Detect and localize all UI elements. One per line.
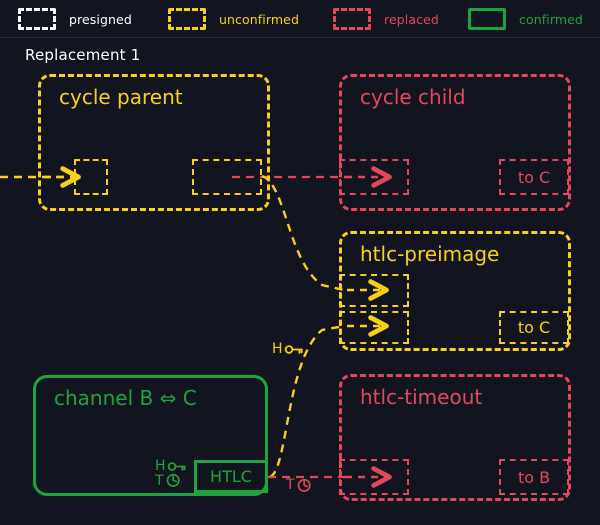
cell-htlc-timeout-input[interactable] xyxy=(339,459,409,495)
tx-title-htlc-preimage: htlc-preimage xyxy=(360,242,500,266)
tx-box-cycle-parent[interactable]: cycle parent xyxy=(38,74,270,211)
cell-label-htlc-timeout-input xyxy=(341,461,407,493)
legend-item-unconfirmed: unconfirmed xyxy=(168,0,299,38)
legend-label-unconfirmed: unconfirmed xyxy=(219,11,299,27)
cell-channel-htlc-output[interactable]: HTLC xyxy=(194,460,268,493)
condition-time-letter: T xyxy=(155,472,164,489)
tx-title-cycle-parent: cycle parent xyxy=(59,85,183,109)
cell-label-cycle-parent-output xyxy=(194,161,260,193)
legend-item-replaced: replaced xyxy=(333,0,439,38)
legend-swatch-unconfirmed xyxy=(168,8,206,30)
tx-box-htlc-preimage[interactable]: htlc-preimage xyxy=(339,231,571,351)
clock-icon xyxy=(297,478,311,492)
cell-label-htlc-preimage-input-1 xyxy=(341,276,407,305)
tx-box-htlc-timeout[interactable]: htlc-timeout xyxy=(339,374,571,501)
condition-time-letter-timeout: T xyxy=(286,477,295,494)
condition-time-channel-htlc: T xyxy=(155,473,182,488)
condition-hash-preimage: H xyxy=(272,342,304,356)
cell-label-htlc-timeout-output: to B xyxy=(517,467,551,487)
condition-tags-channel-htlc: H T xyxy=(155,459,187,488)
cell-label-cycle-parent-input xyxy=(76,161,106,193)
legend-label-replaced: replaced xyxy=(384,11,439,27)
tx-title-channel-b-c: channel B ⇔ C xyxy=(54,386,197,410)
cell-label-cycle-child-output: to C xyxy=(517,167,551,187)
cell-htlc-preimage-input-2[interactable] xyxy=(339,311,409,344)
legend-label-confirmed: confirmed xyxy=(519,11,583,27)
cell-cycle-child-output[interactable]: to C xyxy=(499,159,569,195)
cell-htlc-preimage-input-1[interactable] xyxy=(339,274,409,307)
edge-cycle-parent-to-htlc-preimage xyxy=(261,174,345,292)
cell-cycle-parent-input[interactable] xyxy=(74,159,108,195)
cell-cycle-child-input[interactable] xyxy=(339,159,409,195)
key-icon xyxy=(167,461,186,471)
cell-label-htlc-preimage-input-2 xyxy=(341,313,407,342)
cell-htlc-preimage-output[interactable]: to C xyxy=(499,311,569,344)
condition-hash-letter: H xyxy=(155,458,166,474)
replacement-title: Replacement 1 xyxy=(25,46,141,64)
legend-swatch-replaced xyxy=(333,8,371,30)
legend-bar: presigned unconfirmed replaced confirmed xyxy=(0,0,600,38)
legend-item-confirmed: confirmed xyxy=(468,0,583,38)
clock-icon xyxy=(166,474,180,488)
condition-hash-channel-htlc: H xyxy=(155,459,187,473)
legend-label-presigned: presigned xyxy=(69,11,132,27)
legend-swatch-presigned xyxy=(18,8,56,30)
legend-item-presigned: presigned xyxy=(18,0,132,38)
condition-tag-preimage-spend: H xyxy=(272,342,304,356)
condition-time-timeout: T xyxy=(286,478,313,493)
cell-htlc-timeout-output[interactable]: to B xyxy=(499,459,569,495)
legend-swatch-confirmed xyxy=(468,8,506,30)
condition-hash-letter-preimage: H xyxy=(272,341,283,357)
tx-box-channel-b-c[interactable]: channel B ⇔ C xyxy=(33,375,268,496)
key-icon xyxy=(284,344,303,354)
condition-tag-timeout-spend: T xyxy=(286,478,313,493)
cell-cycle-parent-output[interactable] xyxy=(192,159,262,195)
tx-title-htlc-timeout: htlc-timeout xyxy=(360,385,483,409)
tx-title-cycle-child: cycle child xyxy=(360,85,466,109)
cell-label-channel-htlc-output: HTLC xyxy=(210,467,252,486)
tx-box-cycle-child[interactable]: cycle child xyxy=(339,74,571,211)
cell-label-cycle-child-input xyxy=(341,161,407,193)
cell-label-htlc-preimage-output: to C xyxy=(517,318,551,337)
